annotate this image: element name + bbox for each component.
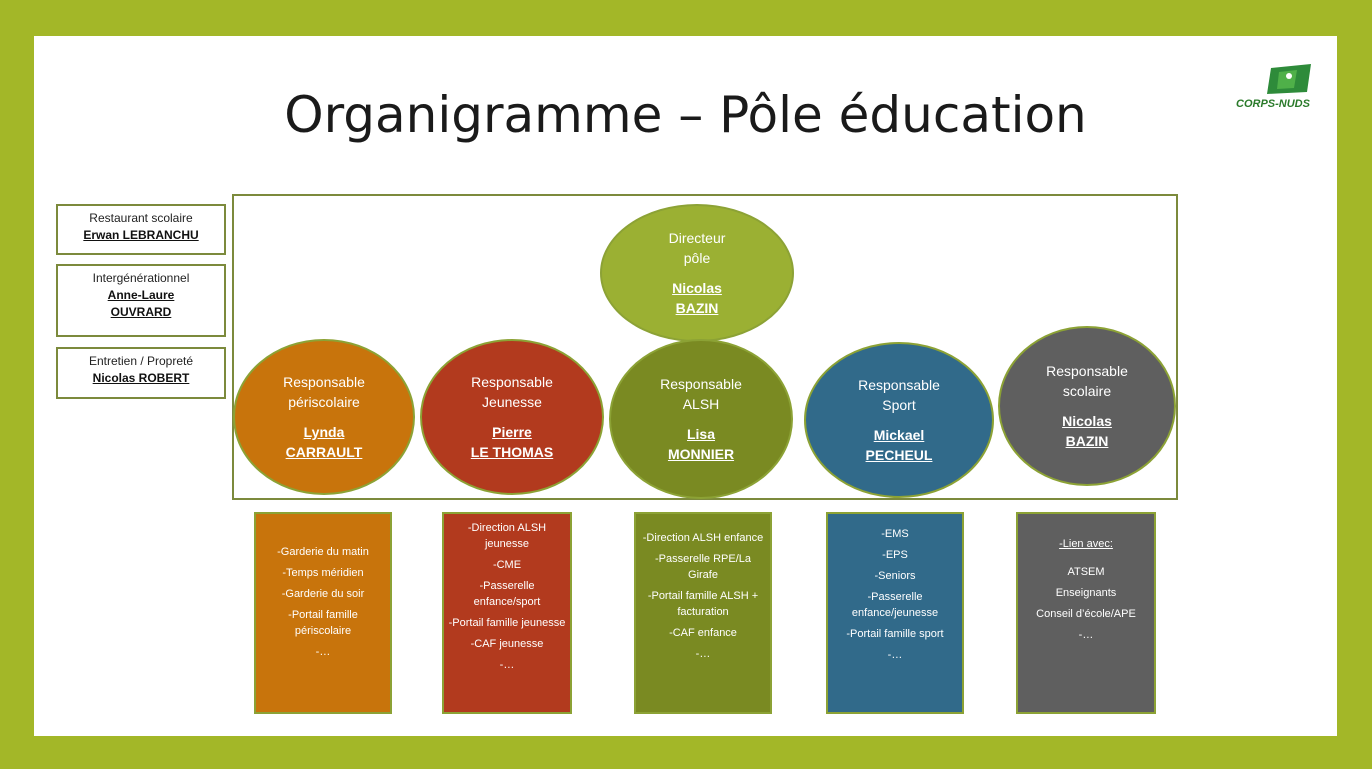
director-name[interactable]: Nicolas — [672, 280, 722, 296]
task-item: -Temps méridien — [282, 567, 364, 579]
task-item: -… — [315, 646, 331, 658]
manager-role: scolaire — [1062, 383, 1112, 399]
task-item: -EPS — [882, 549, 908, 561]
manager-name[interactable]: Nicolas — [1062, 413, 1112, 429]
task-item: -… — [1078, 629, 1094, 641]
task-item: -Passerelle enfance/jeunesse — [851, 591, 939, 619]
director-node: Directeur pôle Nicolas BAZIN — [600, 204, 794, 342]
task-item: -Seniors — [874, 570, 916, 582]
manager-role: Responsable — [660, 376, 742, 392]
task-box-alsh: -Direction ALSH enfance -Passerelle RPE/… — [634, 512, 772, 714]
slide: Organigramme – Pôle éducation CORPS-NUDS… — [34, 36, 1337, 736]
side-box-name[interactable]: Anne-Laure OUVRARD — [107, 288, 175, 319]
manager-name[interactable]: Lisa — [686, 426, 715, 442]
side-box-role: Intergénérationnel — [92, 271, 190, 285]
manager-name[interactable]: CARRAULT — [285, 444, 363, 460]
director-name[interactable]: BAZIN — [675, 300, 719, 316]
task-box-periscolaire: -Garderie du matin -Temps méridien -Gard… — [254, 512, 392, 714]
task-box-scolaire: -Lien avec: ATSEM Enseignants Conseil d’… — [1016, 512, 1156, 714]
manager-role: ALSH — [682, 396, 720, 412]
task-item: -Direction ALSH enfance — [642, 532, 764, 544]
manager-node-alsh: Responsable ALSH Lisa MONNIER — [609, 339, 793, 499]
side-box-role: Restaurant scolaire — [89, 211, 193, 225]
task-item: -… — [499, 659, 515, 671]
task-item: Conseil d’école/APE — [1036, 608, 1136, 620]
side-box-role: Entretien / Propreté — [88, 354, 194, 368]
page-title: Organigramme – Pôle éducation — [284, 86, 1087, 144]
task-item: -Garderie du soir — [281, 588, 365, 600]
manager-role: périscolaire — [288, 394, 360, 410]
task-item-link: -Lien avec: — [1059, 538, 1113, 550]
task-item: -Garderie du matin — [277, 546, 369, 558]
task-item: -CME — [492, 559, 522, 571]
task-item: -Portail famille sport — [846, 628, 944, 640]
side-box-restaurant: Restaurant scolaire Erwan LEBRANCHU — [56, 204, 226, 255]
manager-node-sport: Responsable Sport Mickael PECHEUL — [804, 342, 994, 498]
task-box-jeunesse: -Direction ALSH jeunesse -CME -Passerell… — [442, 512, 572, 714]
manager-name[interactable]: MONNIER — [667, 446, 735, 462]
director-role: pôle — [683, 250, 711, 266]
manager-name[interactable]: PECHEUL — [865, 447, 933, 463]
manager-name[interactable]: Mickael — [873, 427, 925, 443]
task-item: -Portail famille ALSH + facturation — [647, 590, 759, 618]
side-box-name[interactable]: Nicolas ROBERT — [92, 371, 190, 385]
manager-node-scolaire: Responsable scolaire Nicolas BAZIN — [998, 326, 1176, 486]
side-box-intergenerationnel: Intergénérationnel Anne-Laure OUVRARD — [56, 264, 226, 337]
task-box-sport: -EMS -EPS -Seniors -Passerelle enfance/j… — [826, 512, 964, 714]
task-item: ATSEM — [1067, 566, 1105, 578]
task-item: -… — [695, 648, 711, 660]
task-item: Enseignants — [1055, 587, 1117, 599]
manager-node-periscolaire: Responsable périscolaire Lynda CARRAULT — [233, 339, 415, 495]
director-role: Directeur — [668, 230, 726, 246]
manager-name[interactable]: Pierre — [492, 424, 532, 440]
side-box-name[interactable]: Erwan LEBRANCHU — [83, 228, 199, 242]
manager-role: Sport — [882, 397, 916, 413]
manager-role: Responsable — [1046, 363, 1128, 379]
corps-nuds-logo-icon — [1267, 64, 1311, 94]
manager-name[interactable]: Lynda — [303, 424, 345, 440]
task-item: -Passerelle enfance/sport — [473, 580, 541, 608]
manager-name[interactable]: LE THOMAS — [470, 444, 554, 460]
task-item: -EMS — [881, 528, 909, 540]
manager-role: Responsable — [471, 374, 553, 390]
task-item: -… — [887, 649, 903, 661]
task-item: -CAF enfance — [669, 627, 737, 639]
task-item: -Passerelle RPE/La Girafe — [655, 553, 751, 581]
organization-frame — [232, 194, 1178, 500]
manager-name[interactable]: BAZIN — [1065, 433, 1109, 449]
manager-role: Responsable — [283, 374, 365, 390]
side-box-entretien: Entretien / Propreté Nicolas ROBERT — [56, 347, 226, 399]
logo-text: CORPS-NUDS — [1236, 98, 1310, 110]
task-item: -Direction ALSH jeunesse — [467, 522, 547, 550]
task-item: -CAF jeunesse — [470, 638, 544, 650]
manager-node-jeunesse: Responsable Jeunesse Pierre LE THOMAS — [420, 339, 604, 495]
manager-role: Responsable — [858, 377, 940, 393]
manager-role: Jeunesse — [482, 394, 542, 410]
task-item: -Portail famille périscolaire — [288, 609, 358, 637]
task-item: -Portail famille jeunesse — [448, 617, 566, 629]
